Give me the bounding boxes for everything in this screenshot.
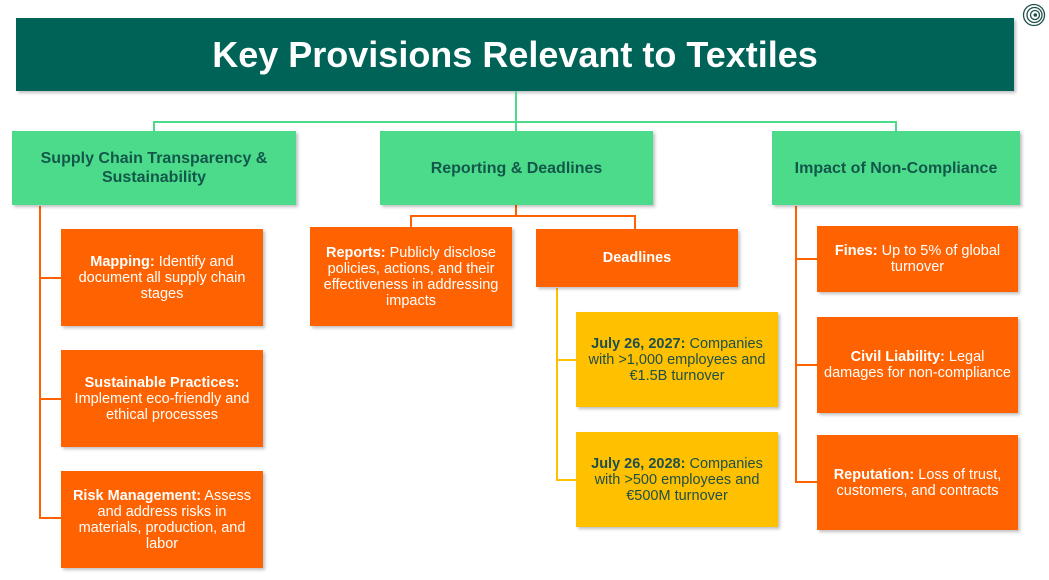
deadline-text: Companies with >500 employees and €500M …: [594, 455, 763, 504]
deadline-date: July 26, 2028:: [591, 455, 686, 472]
item-text: Assess and address risks in materials, p…: [78, 487, 252, 552]
category-reporting: Reporting & Deadlines: [380, 131, 653, 205]
item-fines: Fines: Up to 5% of global turnover: [817, 226, 1018, 292]
category-non-compliance: Impact of Non-Compliance: [772, 131, 1020, 205]
item-heading: Reputation:: [833, 466, 915, 483]
category-supply-chain: Supply Chain Transparency & Sustainabili…: [12, 131, 296, 205]
diagram-title: Key Provisions Relevant to Textiles: [16, 18, 1014, 91]
deadline-2027: July 26, 2027: Companies with >1,000 emp…: [576, 312, 778, 407]
category-label: Supply Chain Transparency & Sustainabili…: [40, 150, 268, 186]
item-mapping: Mapping: Identify and document all suppl…: [61, 229, 263, 326]
item-risk-management: Risk Management: Assess and address risk…: [61, 471, 263, 568]
category-label: Impact of Non-Compliance: [794, 159, 998, 177]
item-text: Loss of trust, customers, and contracts: [836, 466, 1002, 499]
item-sustainable-practices: Sustainable Practices: Implement eco-fri…: [61, 350, 263, 447]
item-text: Publicly disclose policies, actions, and…: [323, 244, 499, 309]
item-civil-liability: Civil Liability: Legal damages for non-c…: [817, 317, 1018, 413]
item-text: Implement eco-friendly and ethical proce…: [74, 390, 250, 423]
item-deadlines: Deadlines: [536, 229, 738, 287]
item-heading: Sustainable Practices:: [84, 374, 240, 391]
deadline-text: Companies with >1,000 employees and €1.5…: [588, 335, 766, 384]
item-text: Up to 5% of global turnover: [877, 243, 1001, 275]
spiral-logo-icon: [1022, 3, 1046, 27]
item-text: Legal damages for non-compliance: [824, 349, 1011, 381]
deadline-date: July 26, 2027:: [591, 335, 686, 352]
item-heading: Deadlines: [602, 250, 672, 266]
item-heading: Reports:: [325, 244, 386, 261]
item-heading: Civil Liability:: [850, 349, 945, 365]
item-heading: Mapping:: [90, 253, 155, 270]
item-heading: Risk Management:: [72, 487, 202, 504]
item-reputation: Reputation: Loss of trust, customers, an…: [817, 435, 1018, 530]
item-text: Identify and document all supply chain s…: [78, 253, 246, 302]
item-reports: Reports: Publicly disclose policies, act…: [310, 227, 512, 326]
item-heading: Fines:: [834, 243, 878, 259]
category-label: Reporting & Deadlines: [430, 159, 603, 177]
deadline-2028: July 26, 2028: Companies with >500 emplo…: [576, 432, 778, 527]
